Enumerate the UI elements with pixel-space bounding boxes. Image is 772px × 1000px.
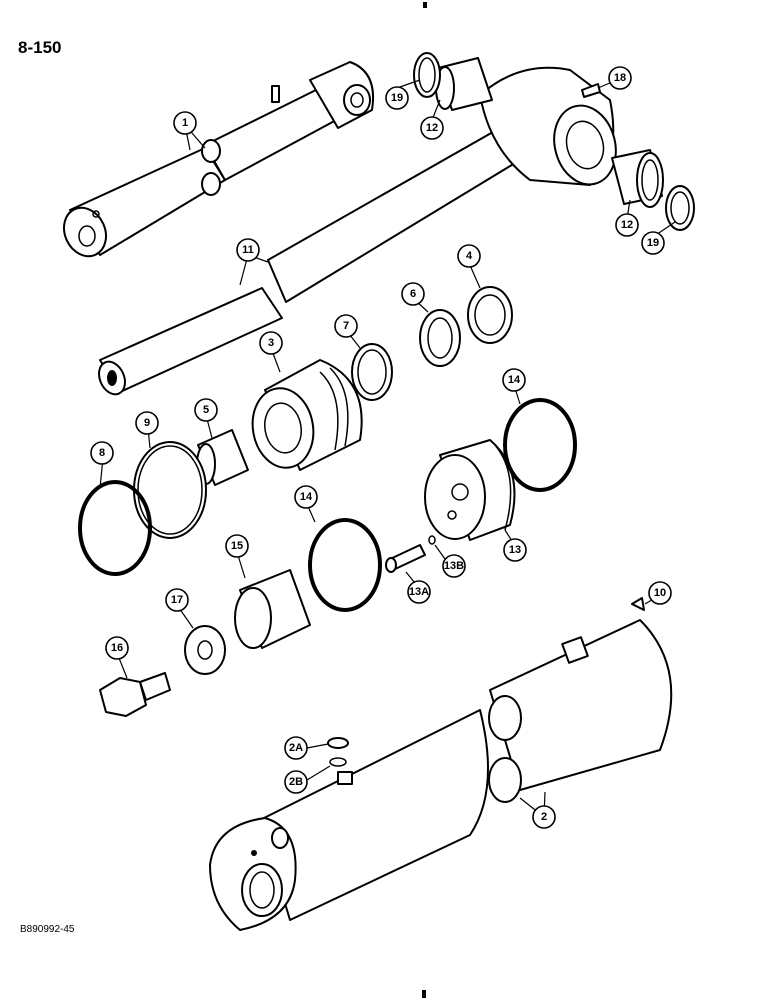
callout: 1 [173, 111, 197, 135]
callout-label: 14 [508, 374, 521, 386]
callout: 17 [165, 588, 189, 612]
callout-label: 6 [410, 288, 416, 300]
callout: 9 [135, 411, 159, 435]
page-number: 8-150 [18, 38, 62, 57]
callout-label: 12 [426, 122, 438, 134]
callout-label: 16 [111, 642, 123, 654]
callout-label: 13B [444, 560, 464, 572]
callout: 13A [407, 580, 431, 604]
callout: 2B [284, 770, 308, 794]
callout: 14 [294, 485, 318, 509]
callout: 13 [503, 538, 527, 562]
callout-label: 5 [203, 404, 209, 416]
callout: 3 [259, 331, 283, 355]
callout-label: 12 [621, 219, 633, 231]
callout: 11 [236, 238, 260, 262]
ring-6 [419, 309, 461, 367]
cylinder-head [251, 359, 363, 471]
callout-label: 14 [300, 491, 313, 503]
callout: 5 [194, 398, 218, 422]
callout-label: 2 [541, 811, 547, 823]
washer [184, 625, 226, 675]
callout: 19 [385, 86, 409, 110]
bushing-upper [435, 57, 493, 111]
callout: 4 [457, 244, 481, 268]
callout: 15 [225, 534, 249, 558]
callout: 8 [90, 441, 114, 465]
callout-label: 3 [268, 337, 274, 349]
callout-label: 9 [144, 417, 150, 429]
callout-label: 7 [343, 320, 349, 332]
callout: 12 [420, 116, 444, 140]
seal-14-right [503, 398, 577, 492]
backup-ring [133, 441, 207, 539]
callout-label: 13A [409, 586, 429, 598]
callout-label: 10 [654, 587, 666, 599]
top-page-mark [423, 2, 427, 8]
callout-label: 8 [99, 447, 105, 459]
figure-code: B890992-45 [20, 924, 75, 935]
callout: 12 [615, 213, 639, 237]
callout-label: 13 [509, 544, 521, 556]
callout-label: 19 [647, 237, 659, 249]
callout-label: 1 [182, 117, 188, 129]
callout: 6 [401, 282, 425, 306]
callout: 18 [608, 66, 632, 90]
callout-label: 4 [466, 250, 473, 262]
callout-label: 15 [231, 540, 243, 552]
bottom-page-mark [422, 990, 426, 998]
callout: 10 [648, 581, 672, 605]
grease-fitting [581, 83, 601, 98]
snap-ring-upper [413, 52, 441, 98]
callout-label: 18 [614, 72, 626, 84]
callout-label: 19 [391, 92, 403, 104]
piston-rod [98, 66, 617, 396]
callout-label: 17 [171, 594, 183, 606]
callout: 2A [284, 736, 308, 760]
callout: 19 [641, 231, 665, 255]
seal-14-left [308, 518, 382, 612]
piston [424, 439, 516, 541]
assembled-cylinder [63, 61, 374, 258]
bushing-lower [611, 149, 664, 208]
callout: 16 [105, 636, 129, 660]
callout: 13B [442, 554, 466, 578]
o-ring-8 [78, 480, 152, 576]
o-ring-13b [428, 535, 436, 545]
callout-label: 11 [242, 244, 254, 256]
callout: 7 [334, 314, 358, 338]
callout: 2 [532, 805, 556, 829]
bolt [99, 672, 171, 717]
callout-label: 2B [289, 776, 303, 788]
callout: 14 [502, 368, 526, 392]
wear-ring [234, 569, 311, 649]
cylinder-barrel [209, 597, 673, 931]
callout-label: 2A [289, 742, 303, 754]
